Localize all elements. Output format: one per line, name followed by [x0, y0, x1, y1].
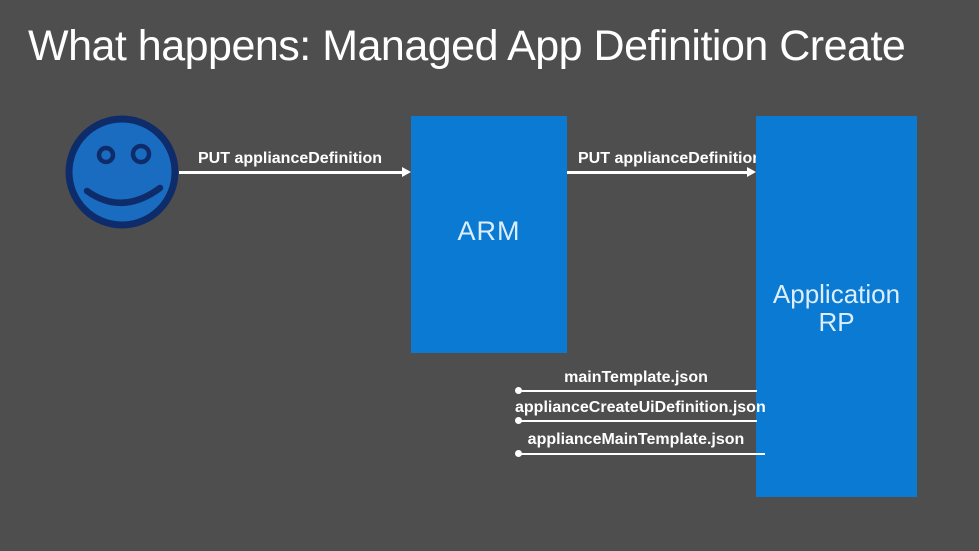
line-wire	[518, 389, 757, 392]
response-line-main-template	[515, 387, 757, 394]
line-wire	[518, 452, 765, 455]
response-label-appliance-main-template: applianceMainTemplate.json	[527, 431, 745, 448]
arm-box-label: ARM	[457, 216, 521, 246]
smile	[83, 184, 164, 206]
message-user-to-arm: PUT applianceDefinition	[198, 150, 383, 167]
application-rp-box: Application RP	[756, 116, 917, 497]
response-label-main-template: mainTemplate.json	[564, 369, 708, 386]
smiley-face-icon	[65, 115, 179, 229]
arm-box: ARM	[411, 116, 567, 353]
application-rp-label-line1: Application	[772, 279, 901, 309]
message-arm-to-rp: PUT applianceDefinition	[578, 150, 763, 167]
response-label-create-ui-definition: applianceCreateUiDefinition.json	[515, 399, 766, 416]
arrow-shaft	[567, 171, 749, 174]
arrow-arm-to-rp	[567, 167, 756, 178]
response-line-appliance-main-template	[515, 450, 765, 457]
face-circle	[65, 115, 179, 229]
arrow-user-to-arm	[179, 167, 411, 178]
arrow-shaft	[179, 171, 404, 174]
slide-title: What happens: Managed App Definition Cre…	[28, 22, 906, 70]
arrow-head-icon	[747, 167, 756, 177]
right-eye	[130, 143, 152, 165]
left-eye	[96, 145, 116, 165]
application-rp-label-line2: RP	[818, 307, 855, 337]
line-wire	[518, 419, 757, 422]
application-rp-box-label: Application RP	[756, 280, 917, 336]
arrow-head-icon	[402, 167, 411, 177]
response-line-create-ui-definition	[515, 417, 757, 424]
